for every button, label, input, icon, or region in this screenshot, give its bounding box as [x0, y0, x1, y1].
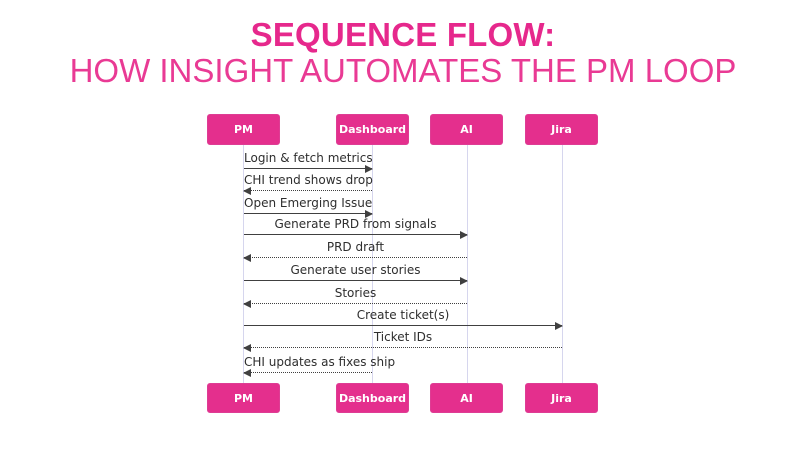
message-row-chi-updates-as-fixes-ship: CHI updates as fixes ship: [243, 355, 396, 377]
message-label: PRD draft: [326, 240, 385, 254]
message-arrow-line: [244, 231, 468, 239]
lifeline-jira: [562, 145, 563, 383]
actor-box-dashboard-bottom: Dashboard: [336, 383, 409, 413]
actor-label-dashboard-bottom: Dashboard: [338, 391, 407, 405]
message-row-login-fetch-metrics: Login & fetch metrics: [244, 151, 373, 173]
arrowhead-right-icon: [365, 165, 373, 173]
page-title-line1: SEQUENCE FLOW:: [250, 16, 556, 53]
lifeline-ai: [467, 145, 468, 383]
message-row-ticket-ids: Ticket IDs: [243, 330, 562, 352]
actor-box-jira-bottom: Jira: [525, 383, 598, 413]
arrowhead-left-icon: [243, 300, 251, 308]
actor-box-dashboard-top: Dashboard: [336, 114, 409, 145]
actor-box-pm-bottom: PM: [207, 383, 280, 413]
actor-label-ai-top: AI: [460, 123, 473, 136]
message-label: Ticket IDs: [373, 330, 433, 344]
message-label: Login & fetch metrics: [244, 151, 373, 165]
actor-box-pm-top: PM: [207, 114, 280, 145]
message-arrow-line: [244, 210, 373, 218]
actor-label-jira-top: Jira: [551, 123, 572, 136]
message-label: Stories: [334, 286, 377, 300]
message-row-generate-prd-from-signals: Generate PRD from signals: [244, 217, 468, 239]
message-label: CHI updates as fixes ship: [244, 355, 396, 369]
message-row-open-emerging-issue: Open Emerging Issue: [244, 196, 373, 218]
message-label: Generate user stories: [290, 263, 421, 277]
message-row-prd-draft: PRD draft: [243, 240, 467, 262]
message-row-create-tickets: Create ticket(s): [244, 308, 563, 330]
lifeline-dashboard: [372, 145, 373, 383]
message-arrow-line: [244, 165, 373, 173]
actor-label-pm-bottom: PM: [233, 391, 253, 405]
arrowhead-left-icon: [243, 254, 251, 262]
arrowhead-right-icon: [460, 277, 468, 285]
message-arrow-line: [243, 300, 467, 308]
message-arrow-line: [243, 369, 372, 377]
message-label: Generate PRD from signals: [274, 217, 437, 231]
arrowhead-left-icon: [243, 187, 251, 195]
message-row-stories: Stories: [243, 286, 467, 308]
arrowhead-right-icon: [460, 231, 468, 239]
actor-label-pm-top: PM: [233, 123, 253, 136]
message-arrow-line: [244, 322, 563, 330]
lifeline-pm: [243, 145, 244, 383]
arrowhead-left-icon: [243, 369, 251, 377]
actor-label-jira-bottom: Jira: [551, 391, 572, 405]
message-row-chi-trend-shows-drop: CHI trend shows drop: [243, 173, 373, 195]
message-row-generate-user-stories: Generate user stories: [244, 263, 468, 285]
message-arrow-line: [244, 277, 468, 285]
message-arrow-line: [243, 187, 372, 195]
actor-box-ai-bottom: AI: [430, 383, 503, 413]
message-label: Create ticket(s): [356, 308, 450, 322]
message-arrow-line: [243, 344, 562, 352]
actor-box-ai-top: AI: [430, 114, 503, 145]
message-label: Open Emerging Issue: [244, 196, 373, 210]
message-label: CHI trend shows drop: [244, 173, 373, 187]
page-title-line2: HOW INSIGHT AUTOMATES THE PM LOOP: [69, 52, 737, 89]
actor-label-dashboard-top: Dashboard: [338, 123, 407, 136]
arrowhead-left-icon: [243, 344, 251, 352]
actor-label-ai-bottom: AI: [460, 391, 473, 405]
actor-box-jira-top: Jira: [525, 114, 598, 145]
message-arrow-line: [243, 254, 467, 262]
arrowhead-right-icon: [555, 322, 563, 330]
arrowhead-right-icon: [365, 210, 373, 218]
